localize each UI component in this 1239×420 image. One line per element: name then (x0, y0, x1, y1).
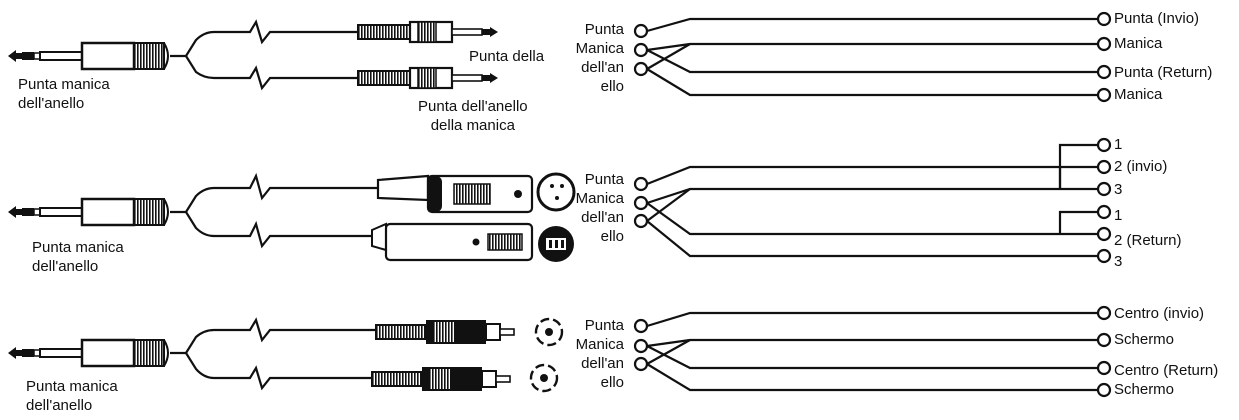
row1-plug-upper (356, 20, 500, 44)
row3-output-2: Schermo (1114, 331, 1175, 348)
row3-output-4: Schermo (1114, 381, 1175, 398)
row1-mid-label: Punta Manica dell'an ello (575, 21, 624, 95)
row2-left-jack (6, 172, 378, 249)
row1-output-3: Punta (Return) (1114, 64, 1213, 81)
row3-rca-lower (371, 366, 511, 392)
row3-output-1: Centro (invio) (1114, 305, 1205, 322)
row2-output-4: 1 (1114, 207, 1123, 224)
row3-rca-socket-upper (534, 317, 564, 347)
row1-output-2: Manica (1114, 35, 1163, 52)
row2-output-5: 2 (Return) (1114, 232, 1182, 249)
row1-plug-label-upper: Punta della (469, 48, 545, 65)
row2-output-6: 3 (1114, 253, 1123, 270)
row2-output-3: 3 (1114, 181, 1123, 198)
row1-left-label: Punta manica dell'anello (18, 76, 110, 112)
row1-wires (646, 17, 1098, 97)
row1-plug-label-lower: Punta dell'anello della manica (418, 98, 528, 134)
row2-xlr-female (371, 222, 574, 262)
row3-mid-connector (633, 318, 649, 372)
row2-mid-label: Punta Manica dell'an ello (575, 171, 624, 245)
row1-output-terminals (1096, 11, 1112, 103)
row1-plug-lower (356, 66, 500, 90)
row3-rca-upper (375, 319, 515, 345)
row3-mid-label: Punta Manica dell'an ello (575, 317, 624, 391)
row2-xlr-male (376, 172, 576, 214)
row2-output-1: 1 (1114, 136, 1123, 153)
row1-output-4: Manica (1114, 86, 1163, 103)
row3-rca-socket-lower (529, 363, 559, 393)
row2-output-2: 2 (invio) (1114, 158, 1168, 175)
row2-left-label: Punta manica dell'anello (32, 239, 124, 275)
row1-mid-connector (633, 23, 649, 77)
row1-output-1: Punta (Invio) (1114, 10, 1200, 27)
row2-mid-connector (633, 176, 649, 229)
row1-left-jack (6, 19, 360, 91)
row2-wires (646, 143, 1098, 258)
row3-left-jack (6, 317, 376, 391)
row2-output-terminals (1096, 137, 1112, 264)
row3-wires (646, 311, 1098, 392)
row3-output-3: Centro (Return) (1114, 362, 1219, 379)
row3-output-terminals (1096, 305, 1112, 398)
row3-left-label: Punta manica dell'anello (26, 378, 118, 414)
